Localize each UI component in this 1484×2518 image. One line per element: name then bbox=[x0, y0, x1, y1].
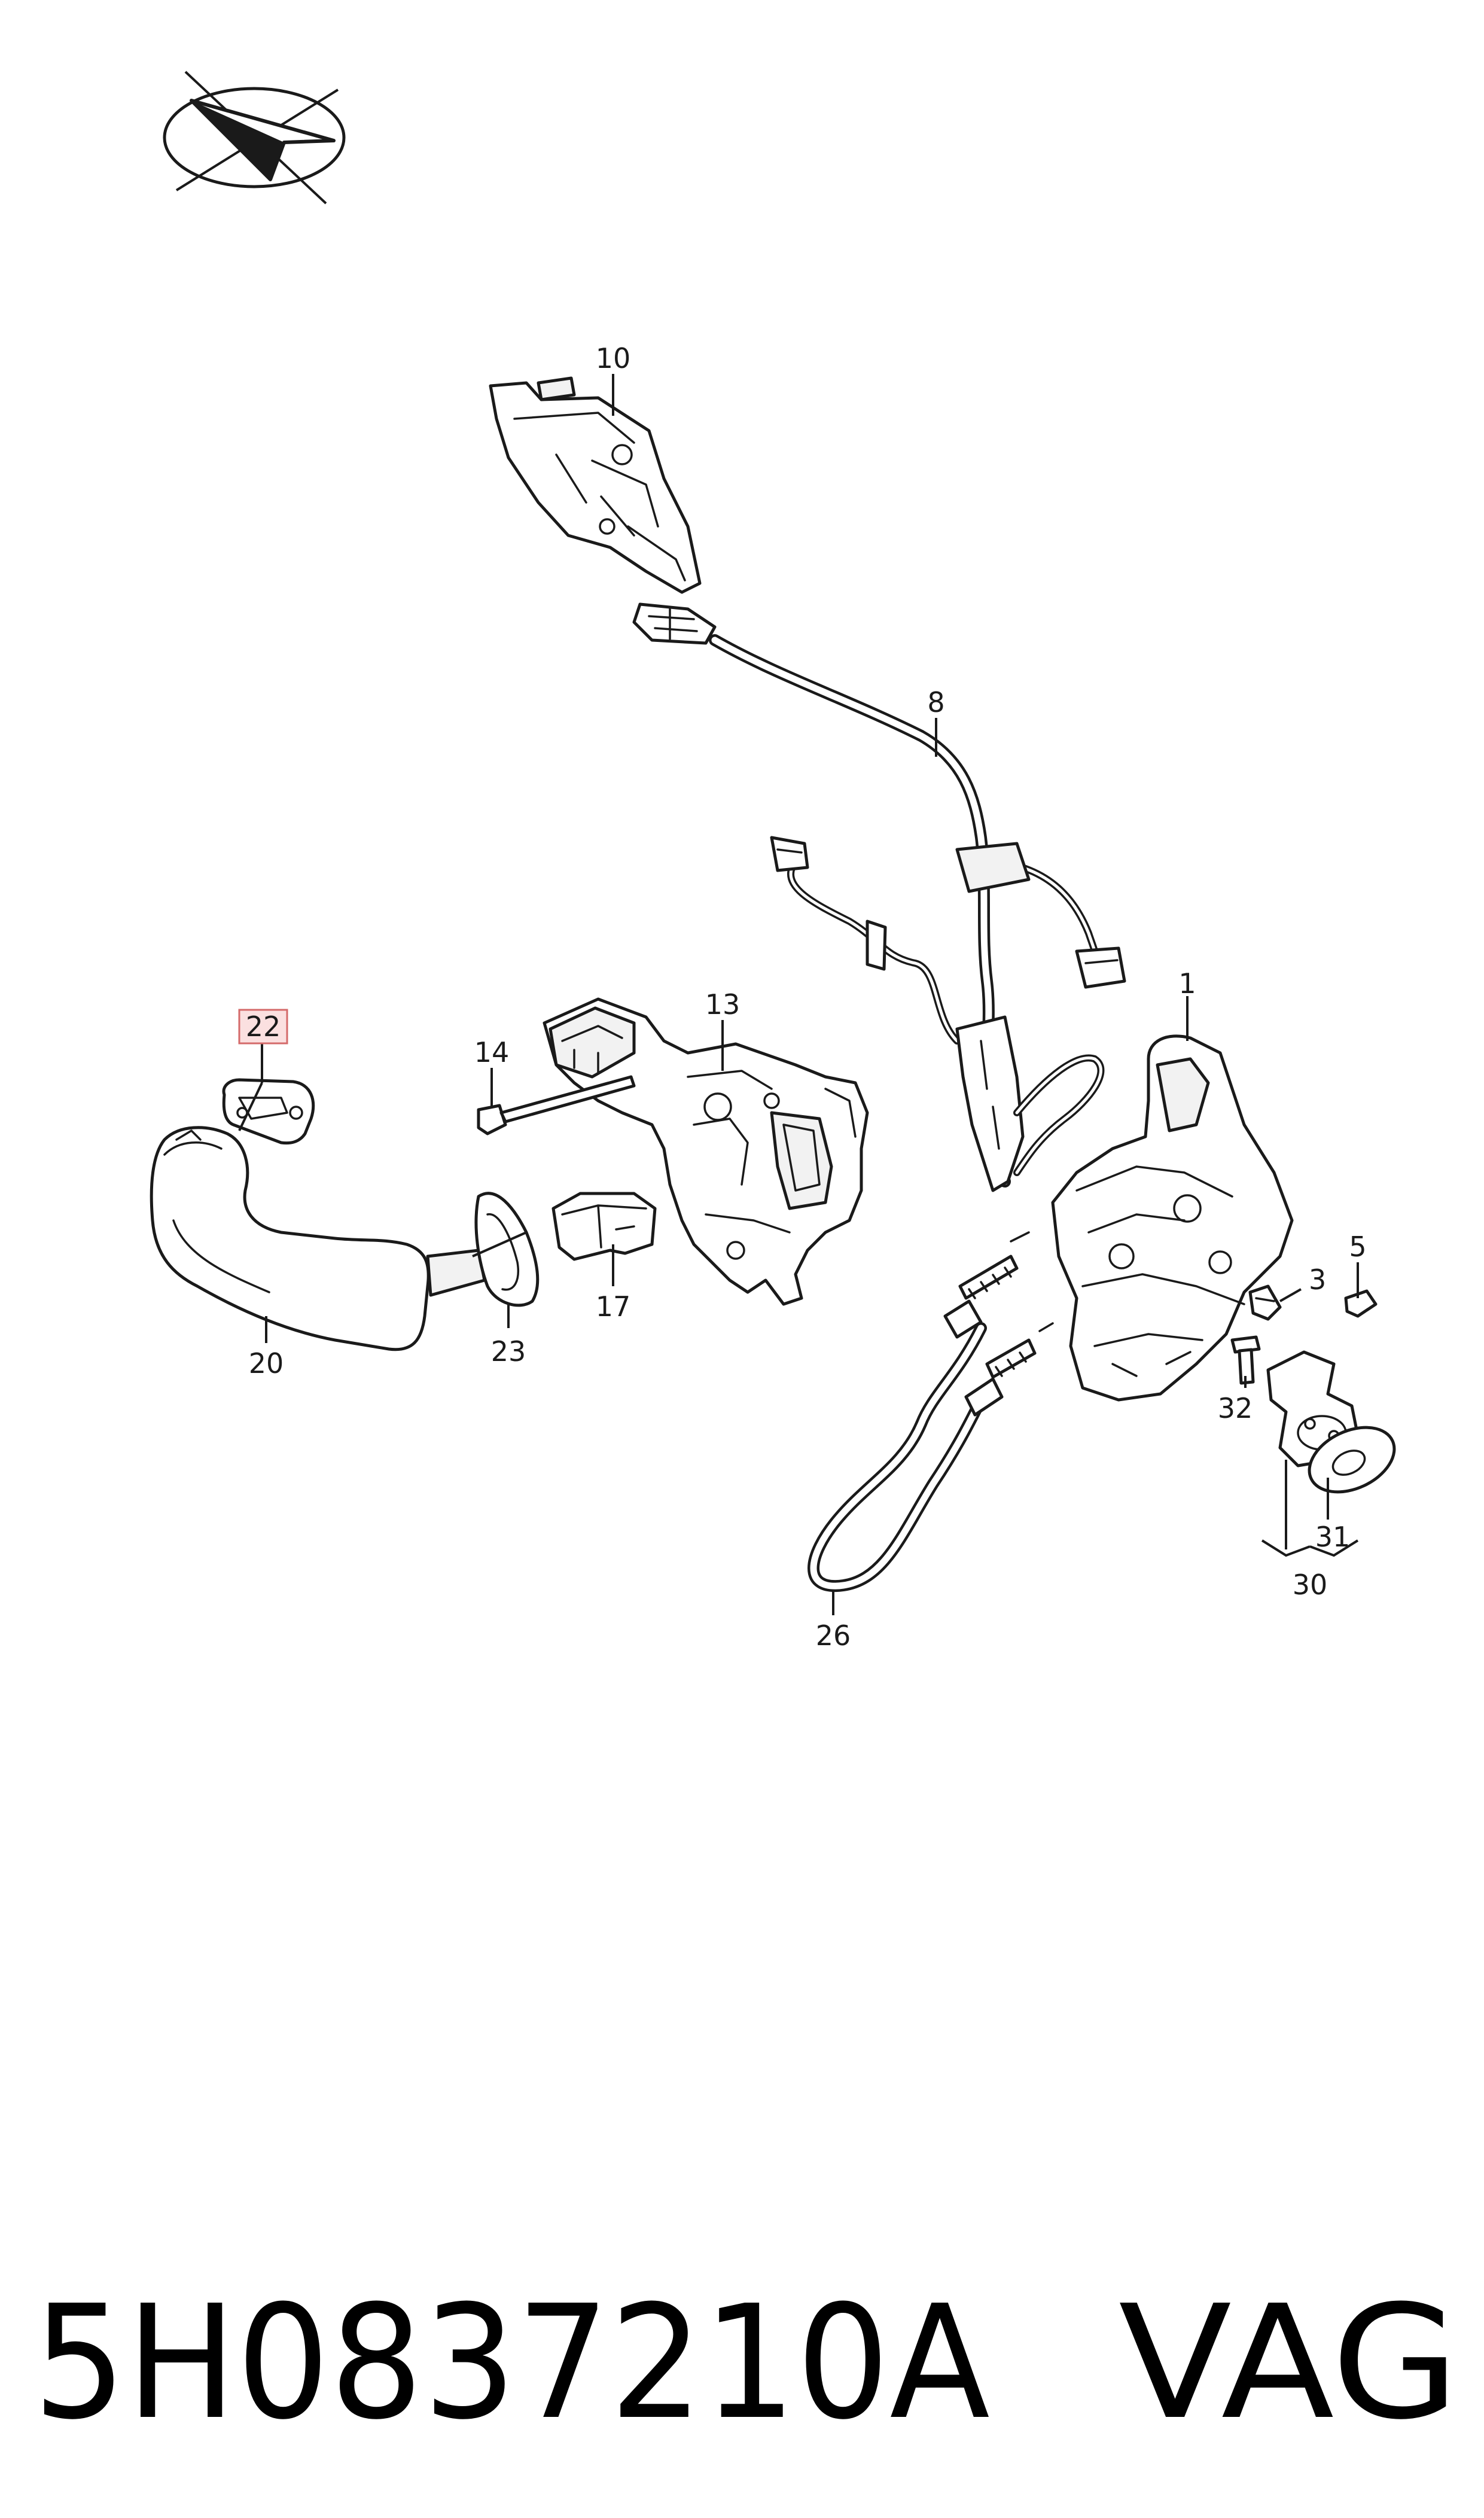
callout-20: 20 bbox=[249, 1347, 284, 1380]
brand-label: VAG bbox=[1119, 2272, 1459, 2454]
leader-lines bbox=[238, 374, 1359, 1615]
callout-labels: 10 8 1 13 14 22 17 23 20 5 3 32 31 30 26 bbox=[238, 342, 1367, 1652]
part-1-lock bbox=[1051, 1034, 1294, 1402]
part-8-cable bbox=[632, 602, 1126, 1192]
part-10-bracket bbox=[489, 376, 702, 594]
part-17-insert bbox=[551, 1192, 657, 1261]
part-22-cover bbox=[222, 1078, 315, 1145]
part-32-bolt bbox=[1230, 1335, 1261, 1385]
callout-31: 31 bbox=[1315, 1521, 1351, 1553]
callout-23: 23 bbox=[491, 1335, 526, 1368]
callout-1: 1 bbox=[1178, 967, 1196, 1000]
part-number: 5H0837210A bbox=[33, 2272, 991, 2454]
callout-30: 30 bbox=[1293, 1569, 1328, 1601]
part-23-gasket bbox=[474, 1192, 540, 1307]
part-14-screw bbox=[477, 1075, 636, 1135]
part-5-cap bbox=[1344, 1289, 1378, 1318]
part-13-carrier bbox=[543, 997, 869, 1306]
callout-10: 10 bbox=[596, 342, 631, 374]
part-3-screw bbox=[1248, 1284, 1282, 1321]
callout-22: 22 bbox=[246, 1010, 281, 1043]
callout-14: 14 bbox=[474, 1036, 510, 1068]
callout-17: 17 bbox=[596, 1290, 631, 1323]
callout-5: 5 bbox=[1349, 1231, 1366, 1263]
callout-13: 13 bbox=[705, 988, 741, 1021]
part-26-bowden-cable bbox=[807, 1231, 1054, 1593]
orientation-arrow-icon bbox=[163, 71, 346, 205]
callout-3: 3 bbox=[1309, 1263, 1326, 1296]
callout-22-highlight bbox=[238, 1009, 288, 1045]
callout-32: 32 bbox=[1218, 1392, 1253, 1424]
part-20-handle bbox=[150, 1126, 486, 1351]
callout-26: 26 bbox=[816, 1619, 851, 1652]
callout-8: 8 bbox=[927, 686, 944, 718]
part-31-gasket bbox=[1308, 1426, 1396, 1494]
